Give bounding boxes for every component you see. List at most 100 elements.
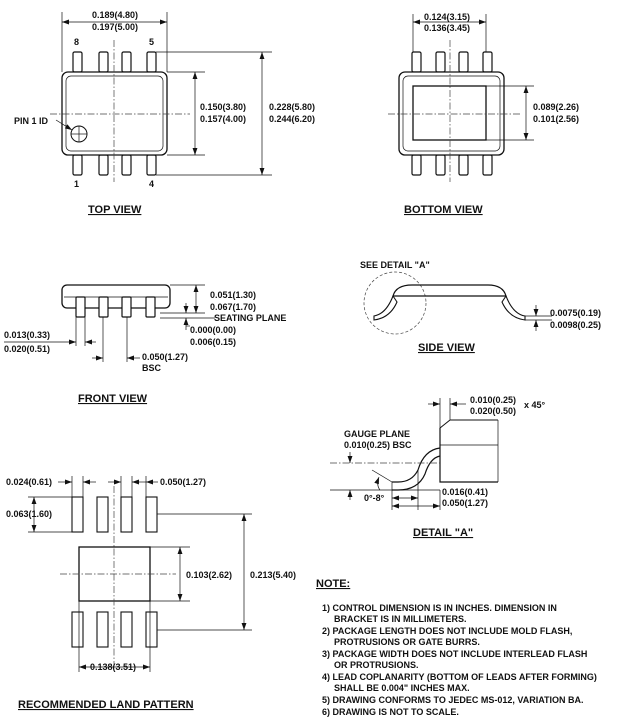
top-width-min-label: 0.189(4.80) bbox=[92, 10, 138, 20]
angle-arc bbox=[374, 476, 381, 491]
land-pad bbox=[96, 496, 109, 533]
pin-1-label: 1 bbox=[74, 179, 79, 189]
side-lead-right bbox=[501, 294, 526, 321]
land-pad bbox=[71, 496, 84, 533]
detail-a: 0.010(0.25) 0.020(0.50) x 45° GAUGE PLAN… bbox=[330, 395, 546, 539]
pin-7 bbox=[98, 51, 109, 73]
bottom-pin bbox=[458, 51, 469, 73]
gauge-plane-label: GAUGE PLANE bbox=[344, 429, 410, 439]
bottom-pin bbox=[411, 154, 422, 176]
thickness-max-label: 0.0098(0.25) bbox=[550, 320, 601, 330]
note-1-line-1: 1) CONTROL DIMENSION IS IN INCHES. DIMEN… bbox=[322, 603, 557, 613]
note-2-line-1: 2) PACKAGE LENGTH DOES NOT INCLUDE MOLD … bbox=[322, 626, 572, 636]
foot-min-label: 0.016(0.41) bbox=[442, 487, 488, 497]
pin-5-label: 5 bbox=[149, 37, 154, 47]
bottom-pin bbox=[458, 154, 469, 176]
pin-8-label: 8 bbox=[74, 37, 79, 47]
chamfer-min-label: 0.010(0.25) bbox=[470, 395, 516, 405]
foot-max-label: 0.050(1.27) bbox=[442, 498, 488, 508]
land-pattern: 0.024(0.61) 0.050(1.27) 0.063(1.60) 0.10… bbox=[6, 476, 296, 711]
top-width-max-label: 0.197(5.00) bbox=[92, 22, 138, 32]
overall-min-label: 0.228(5.80) bbox=[269, 102, 315, 112]
pitch-bsc-label: BSC bbox=[142, 363, 162, 373]
pin-8 bbox=[72, 51, 83, 73]
bottom-package-body-inner bbox=[402, 75, 501, 152]
note-6: 6) DRAWING IS NOT TO SCALE. bbox=[322, 707, 459, 717]
land-pattern-title: RECOMMENDED LAND PATTERN bbox=[18, 699, 194, 711]
land-pad bbox=[120, 496, 133, 533]
top-view: 0.189(4.80) 0.197(5.00) PIN 1 ID 8 5 1 4 bbox=[14, 10, 315, 216]
land-pad bbox=[96, 611, 109, 648]
package-body bbox=[61, 71, 168, 156]
bottom-pin bbox=[482, 154, 493, 176]
bottom-pin bbox=[435, 154, 446, 176]
detail-lead-top bbox=[392, 447, 441, 483]
side-lead-left bbox=[373, 294, 398, 321]
land-overall-label: 0.213(5.40) bbox=[250, 570, 296, 580]
angle-label: 0°-8° bbox=[364, 493, 385, 503]
front-view: 0.051(1.30) 0.067(1.70) SEATING PLANE 0.… bbox=[4, 284, 286, 405]
land-pad bbox=[145, 496, 158, 533]
angle-line bbox=[371, 469, 393, 483]
side-view-title: SIDE VIEW bbox=[418, 342, 475, 354]
front-lead bbox=[121, 296, 132, 318]
pad-height-label: 0.063(1.60) bbox=[6, 509, 52, 519]
lead-width-min-label: 0.013(0.33) bbox=[4, 330, 50, 340]
bottom-pin bbox=[435, 51, 446, 73]
note-2-line-2: PROTRUSIONS OR GATE BURRS. bbox=[334, 637, 480, 647]
note-4-line-1: 4) LEAD COPLANARITY (BOTTOM OF LEADS AFT… bbox=[322, 672, 597, 682]
note-3-line-1: 3) PACKAGE WIDTH DOES NOT INCLUDE INTERL… bbox=[322, 649, 587, 659]
front-lead bbox=[98, 296, 109, 318]
pad-width-max-label: 0.136(3.45) bbox=[424, 23, 470, 33]
pad-height-min-label: 0.089(2.26) bbox=[533, 102, 579, 112]
detail-circle bbox=[363, 271, 427, 335]
standoff-max-label: 0.006(0.15) bbox=[190, 337, 236, 347]
pin1-id-label: PIN 1 ID bbox=[14, 116, 49, 126]
pin-6 bbox=[121, 51, 132, 73]
top-view-title: TOP VIEW bbox=[88, 204, 142, 216]
bottom-pin bbox=[482, 51, 493, 73]
pin-1 bbox=[72, 154, 83, 176]
see-detail-label: SEE DETAIL "A" bbox=[360, 260, 430, 270]
bottom-pin bbox=[411, 51, 422, 73]
side-package-body bbox=[392, 284, 507, 297]
land-pad bbox=[71, 611, 84, 648]
height-max-label: 0.067(1.70) bbox=[210, 302, 256, 312]
pad-height-max-label: 0.101(2.56) bbox=[533, 114, 579, 124]
note-5: 5) DRAWING CONFORMS TO JEDEC MS-012, VAR… bbox=[322, 695, 584, 705]
thickness-min-label: 0.0075(0.19) bbox=[550, 308, 601, 318]
front-package-body bbox=[61, 284, 171, 309]
body-width-min-label: 0.150(3.80) bbox=[200, 102, 246, 112]
standoff-min-label: 0.000(0.00) bbox=[190, 325, 236, 335]
note-1-line-2: BRACKET IS IN MILLIMETERS. bbox=[334, 614, 467, 624]
exposed-pad bbox=[412, 85, 487, 141]
bottom-package-body bbox=[398, 71, 505, 156]
pitch-label: 0.050(1.27) bbox=[142, 352, 188, 362]
chamfer-angle-label: x 45° bbox=[524, 400, 546, 410]
notes-heading: NOTE: bbox=[316, 578, 350, 590]
lead-width-max-label: 0.020(0.51) bbox=[4, 344, 50, 354]
land-pad bbox=[145, 611, 158, 648]
detail-chamfer bbox=[439, 419, 451, 429]
height-min-label: 0.051(1.30) bbox=[210, 290, 256, 300]
gauge-value-label: 0.010(0.25) BSC bbox=[344, 440, 412, 450]
pin-2 bbox=[98, 154, 109, 176]
detail-lead-bottom bbox=[392, 455, 441, 491]
package-body-inner bbox=[65, 75, 164, 152]
center-pad-width-label: 0.138(3.51) bbox=[90, 662, 136, 672]
land-pitch-label: 0.050(1.27) bbox=[160, 477, 206, 487]
body-width-max-label: 0.157(4.00) bbox=[200, 114, 246, 124]
overall-max-label: 0.244(6.20) bbox=[269, 114, 315, 124]
detail-body-outline bbox=[439, 428, 498, 483]
detail-a-title: DETAIL "A" bbox=[413, 527, 473, 539]
bottom-view: 0.124(3.15) 0.136(3.45) 0.089(2.26) 0.10… bbox=[388, 12, 579, 216]
bottom-view-title: BOTTOM VIEW bbox=[404, 204, 483, 216]
center-pad-height-label: 0.103(2.62) bbox=[186, 570, 232, 580]
pin-4 bbox=[146, 154, 157, 176]
notes: NOTE: 1) CONTROL DIMENSION IS IN INCHES.… bbox=[316, 578, 597, 717]
pin-3 bbox=[121, 154, 132, 176]
pin-4-label: 4 bbox=[149, 179, 154, 189]
chamfer-max-label: 0.020(0.50) bbox=[470, 406, 516, 416]
front-lead bbox=[75, 296, 86, 318]
